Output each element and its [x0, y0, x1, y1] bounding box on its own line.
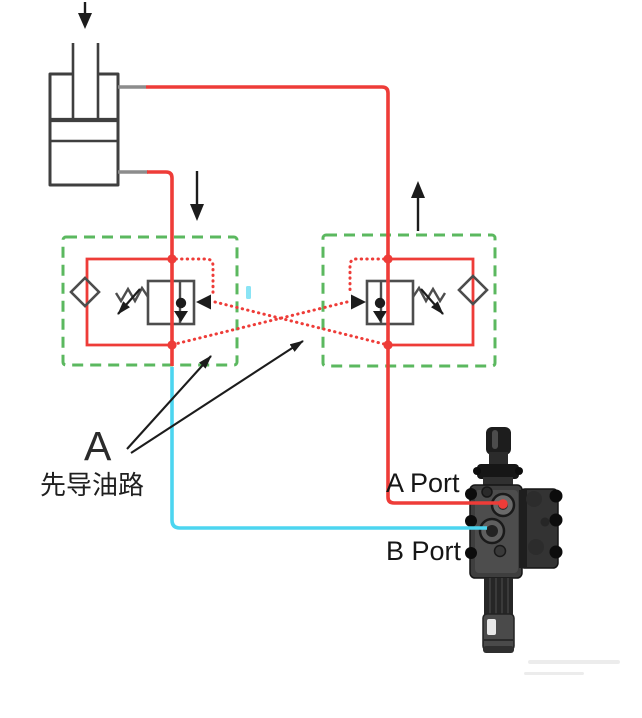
hydraulic-cylinder — [48, 43, 148, 187]
left-spring-arrow-icon — [117, 288, 141, 315]
pilot-line-right-to-left — [173, 300, 349, 346]
watermark-smudge — [524, 660, 620, 675]
b-port-label: B Port — [386, 536, 462, 566]
right-pilot-arrowhead-icon — [351, 294, 366, 310]
left-spring-icon — [114, 285, 149, 304]
left-valve-enclosure — [61, 235, 239, 367]
right-valve-enclosure — [321, 233, 497, 368]
left-counterbalance-valve-symbol — [114, 279, 211, 326]
pilot-line-left-to-right — [213, 300, 386, 346]
pilot-caption-label: 先导油路 — [40, 470, 145, 500]
crossed-pilot-lines — [173, 257, 386, 346]
right-counterbalance-valve-symbol — [351, 279, 447, 326]
left-check-valve-diamond-icon — [69, 276, 101, 308]
spool-end-cap — [486, 427, 511, 455]
cyan-tick-mark — [246, 286, 251, 299]
pilot-label-arrows — [126, 340, 304, 454]
pilot-marker-label: A — [84, 423, 112, 469]
right-valve-bypass-loop — [388, 257, 475, 347]
a-port-line-red — [146, 85, 500, 505]
left-pilot-arrowhead-icon — [196, 294, 211, 310]
left-valve-bypass-loop — [85, 257, 172, 347]
b-port-line-cyan — [170, 367, 487, 530]
directional-control-valve-photo — [465, 427, 563, 653]
right-spring-icon — [412, 285, 447, 304]
a-port-label: A Port — [386, 468, 460, 498]
line-junction-dots — [167, 254, 508, 509]
right-check-valve-diamond-icon — [457, 274, 489, 306]
flow-arrows — [78, 2, 425, 231]
left-poppet-icon — [175, 297, 187, 309]
annotation-arrow-icon — [130, 340, 304, 454]
cap-side-line-red — [147, 170, 174, 366]
right-spring-arrow-icon — [420, 288, 444, 315]
annotation-arrow-icon — [126, 355, 212, 450]
cylinder-barrel — [48, 72, 120, 187]
right-poppet-icon — [374, 297, 386, 309]
